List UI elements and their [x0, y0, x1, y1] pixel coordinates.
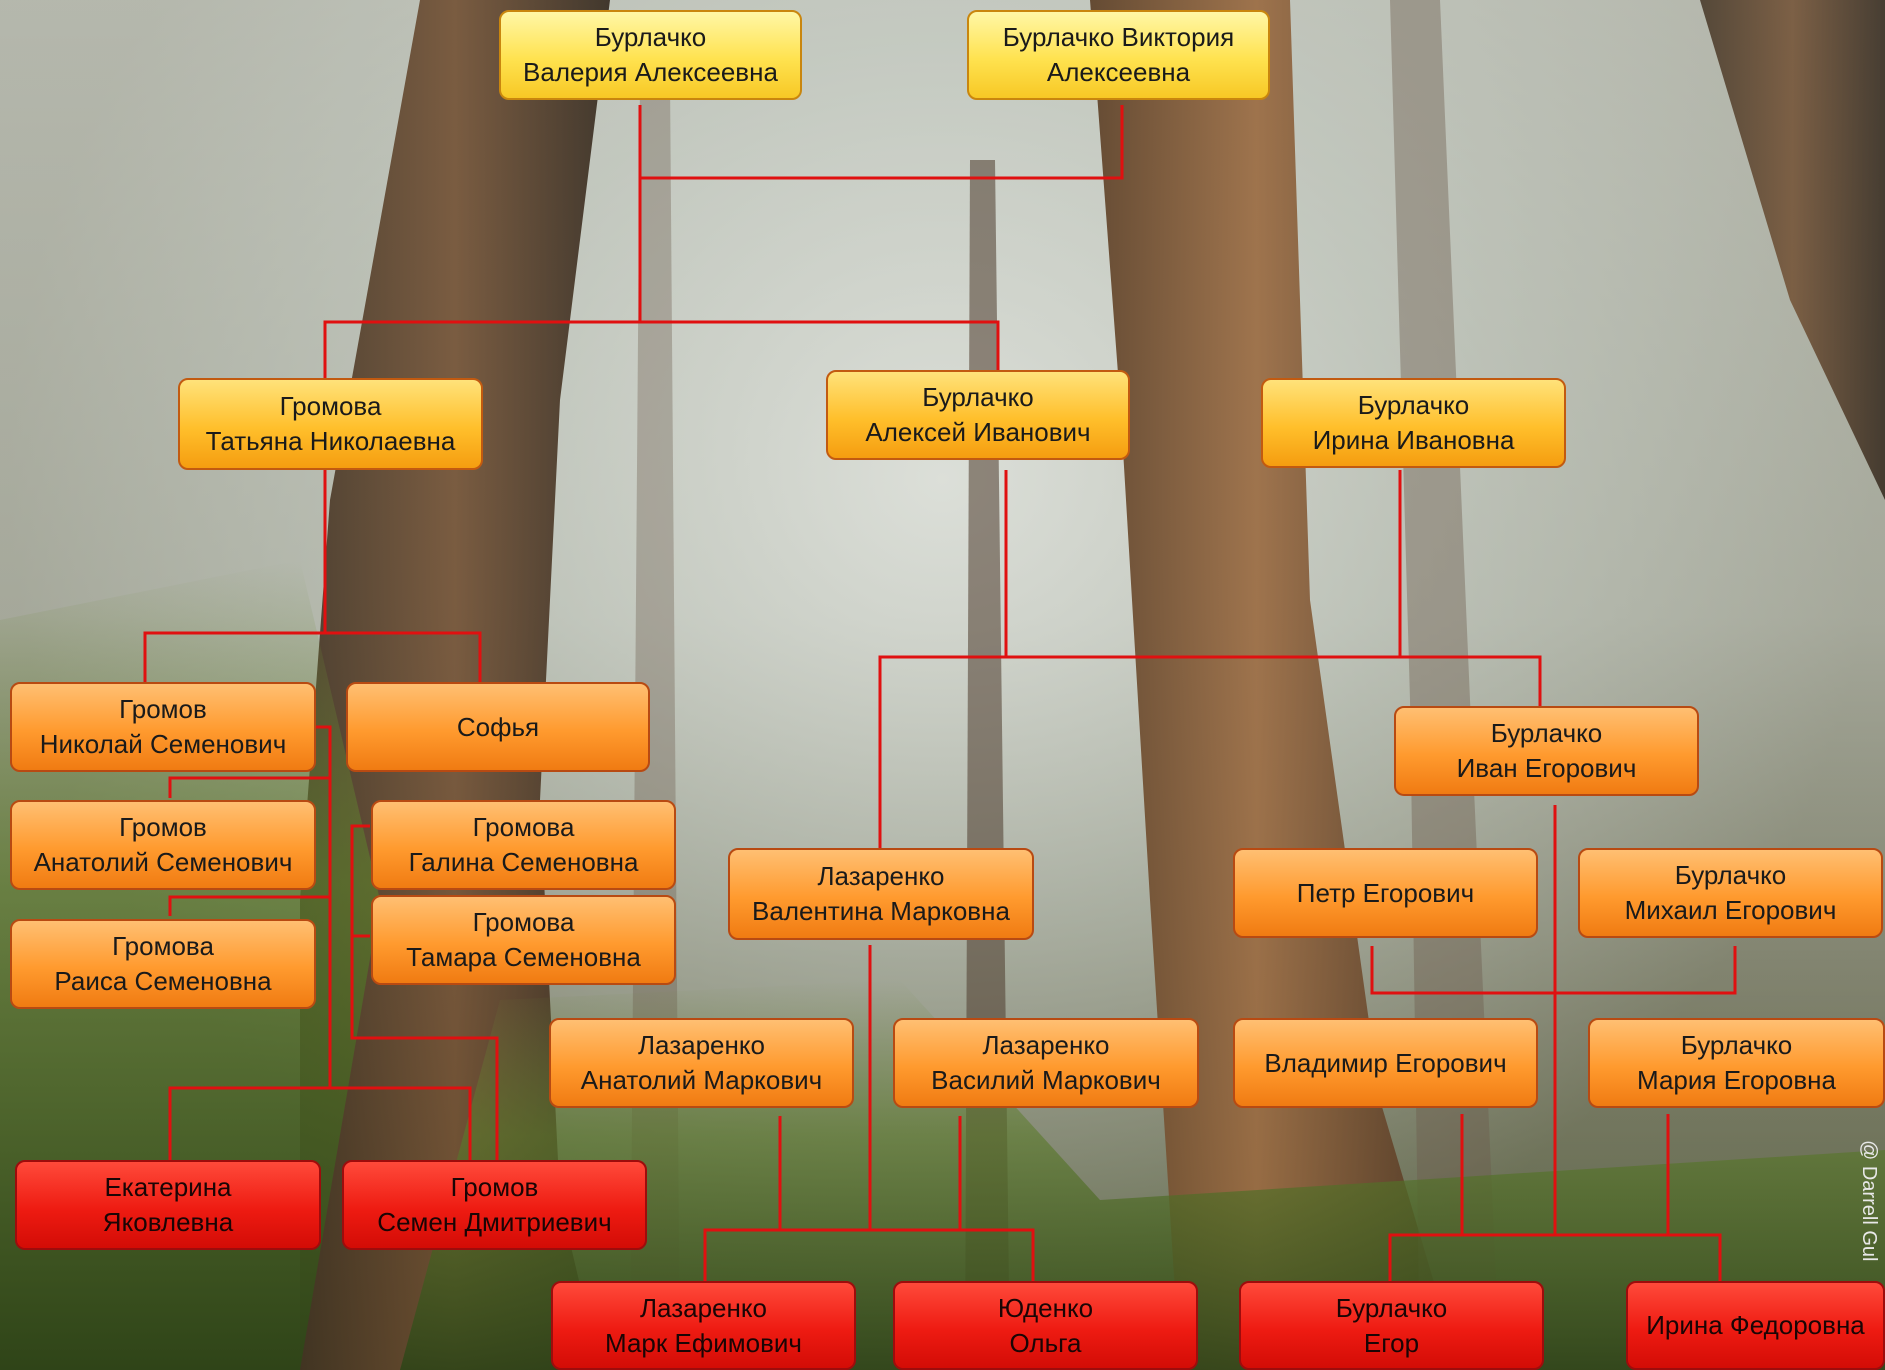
- person-node-galina: Громова Галина Семеновна: [371, 800, 676, 890]
- person-node-maria: Бурлачко Мария Егоровна: [1588, 1018, 1885, 1108]
- connector: [168, 1086, 472, 1160]
- person-node-ivan: Бурлачко Иван Егорович: [1394, 706, 1699, 796]
- connector: [1388, 1233, 1555, 1283]
- person-node-mikhail: Бурлачко Михаил Егорович: [1578, 848, 1883, 938]
- connector: [350, 824, 499, 1160]
- person-node-aleksey: Бурлачко Алексей Иванович: [826, 370, 1130, 460]
- connector: [323, 320, 1000, 380]
- person-node-raisa: Громова Раиса Семеновна: [10, 919, 316, 1009]
- connector: [313, 725, 332, 1088]
- person-node-vladimir: Владимир Егорович: [1233, 1018, 1538, 1108]
- person-node-anatoliy_s: Громов Анатолий Семенович: [10, 800, 316, 890]
- connector: [325, 631, 482, 682]
- person-node-sofia: Софья: [346, 682, 650, 772]
- connector: [1370, 946, 1737, 995]
- person-node-valentina: Лазаренко Валентина Марковна: [728, 848, 1034, 940]
- person-node-tamara: Громова Тамара Семеновна: [371, 895, 676, 985]
- connector: [168, 776, 330, 798]
- connector: [1553, 805, 1722, 1283]
- connector: [878, 655, 1542, 848]
- person-node-viktoria: Бурлачко Виктория Алексеевна: [967, 10, 1270, 100]
- person-node-petr: Петр Егорович: [1233, 848, 1538, 938]
- person-node-semen: Громов Семен Дмитриевич: [342, 1160, 647, 1250]
- person-node-ekaterina: Екатерина Яковлевна: [15, 1160, 321, 1250]
- connector: [703, 945, 872, 1283]
- connector: [638, 105, 1124, 180]
- connector: [870, 1228, 1035, 1283]
- person-node-irina_f: Ирина Федоровна: [1626, 1281, 1885, 1370]
- person-node-nikolay: Громов Николай Семенович: [10, 682, 316, 772]
- connector: [168, 895, 330, 916]
- person-node-anatoliy_m: Лазаренко Анатолий Маркович: [549, 1018, 854, 1108]
- person-node-vasiliy: Лазаренко Василий Маркович: [893, 1018, 1199, 1108]
- person-node-mark: Лазаренко Марк Ефимович: [551, 1281, 856, 1370]
- person-node-egor: Бурлачко Егор: [1239, 1281, 1544, 1370]
- connector: [143, 470, 327, 682]
- person-node-irina_iv: Бурлачко Ирина Ивановна: [1261, 378, 1566, 468]
- person-node-valeria: Бурлачко Валерия Алексеевна: [499, 10, 802, 100]
- photo-credit: @ Darrell Gul: [1858, 1140, 1880, 1262]
- person-node-tatiana: Громова Татьяна Николаевна: [178, 378, 483, 470]
- person-node-olga: Юденко Ольга: [893, 1281, 1198, 1370]
